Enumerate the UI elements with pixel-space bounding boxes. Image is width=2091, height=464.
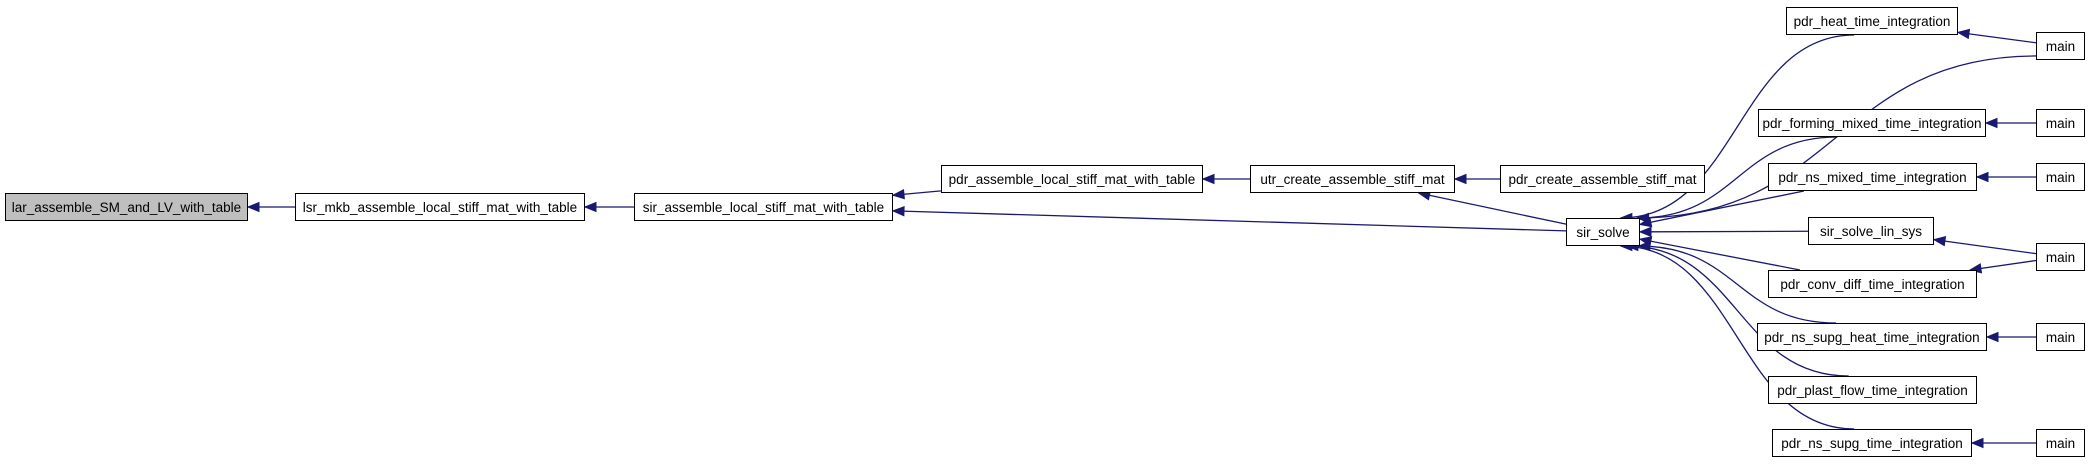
call-edge-main_4-to-pdr_conv: [1968, 259, 2037, 274]
arrowhead: [1975, 171, 1989, 183]
node-pdr-plast-flow-time-integration[interactable]: pdr_plast_flow_time_integration: [1768, 376, 1977, 404]
arrowhead: [1638, 217, 1653, 228]
node-utr-create-assemble-stiff-mat[interactable]: utr_create_assemble_stiff_mat: [1250, 165, 1455, 193]
arrowhead: [1984, 117, 1998, 129]
node-main[interactable]: main: [2036, 323, 2085, 351]
call-edge-main_3-to-pdr_ns_mixed: [1975, 171, 2036, 183]
arrowhead: [1201, 173, 1215, 185]
call-edge-pdr_conv-to-sir_solve: [1638, 236, 1801, 271]
arrowhead: [891, 188, 905, 200]
arrowhead: [1985, 331, 1999, 343]
node-main[interactable]: main: [2036, 243, 2085, 271]
call-edge-main_1-to-pdr_heat: [1956, 28, 2037, 44]
call-edge-utr_create-to-pdr_assemble: [1201, 173, 1250, 185]
node-pdr-conv-diff-time-integration[interactable]: pdr_conv_diff_time_integration: [1768, 270, 1977, 298]
node-main[interactable]: main: [2036, 32, 2085, 60]
arrowhead: [1453, 173, 1467, 185]
node-pdr-forming-mixed-time-integration[interactable]: pdr_forming_mixed_time_integration: [1758, 109, 1986, 137]
node-pdr-heat-time-integration[interactable]: pdr_heat_time_integration: [1786, 7, 1958, 35]
call-edge-pdr_plast-to-sir_solve: [1625, 240, 1849, 377]
call-edge-main_4-to-sir_solve_lin: [1932, 236, 2037, 255]
arrowhead: [583, 201, 597, 213]
arrowhead: [1970, 437, 1984, 449]
node-main[interactable]: main: [2036, 109, 2085, 137]
arrowhead: [891, 205, 905, 217]
node-sir-assemble-local-stiff-mat-with-table[interactable]: sir_assemble_local_stiff_mat_with_table: [634, 193, 893, 221]
node-sir-solve-lin-sys[interactable]: sir_solve_lin_sys: [1808, 217, 1934, 245]
node-pdr-ns-supg-time-integration[interactable]: pdr_ns_supg_time_integration: [1772, 429, 1972, 457]
node-pdr-ns-supg-heat-time-integration[interactable]: pdr_ns_supg_heat_time_integration: [1757, 323, 1987, 351]
call-edge-pdr_ns_mixed-to-sir_solve: [1638, 190, 1805, 228]
call-edge-sir_solve-to-utr_create: [1417, 190, 1567, 225]
call-edge-sir_solve-to-sir_assemble: [891, 205, 1567, 232]
call-edge-main_5-to-pdr_ns_supg_heat: [1985, 331, 2036, 343]
call-edge-sir_solve_lin-to-sir_solve: [1638, 226, 1809, 238]
call-edge-main_2-to-pdr_forming: [1984, 117, 2036, 129]
node-pdr-assemble-local-stiff-mat-with-table[interactable]: pdr_assemble_local_stiff_mat_with_table: [941, 165, 1203, 193]
arrowhead: [1932, 236, 1947, 247]
node-main[interactable]: main: [2036, 429, 2085, 457]
node-lar-assemble-sm-and-lv-with-table: lar_assemble_SM_and_LV_with_table: [5, 193, 248, 221]
arrowhead: [246, 201, 260, 213]
call-edge-main_1-to-sir_solve: [1636, 55, 2037, 224]
call-edge-sir_assemble-to-lsr_mkb: [583, 201, 634, 213]
node-sir-solve[interactable]: sir_solve: [1566, 218, 1640, 246]
call-edge-lsr_mkb-to-lar_assemble: [246, 201, 295, 213]
call-edge-pdr_create-to-utr_create: [1453, 173, 1500, 185]
node-pdr-create-assemble-stiff-mat[interactable]: pdr_create_assemble_stiff_mat: [1500, 165, 1705, 193]
call-edge-main_6-to-pdr_ns_supg: [1970, 437, 2036, 449]
arrowhead: [1956, 28, 1971, 40]
call-edge-pdr_assemble-to-sir_assemble: [891, 188, 942, 200]
arrowhead: [1638, 226, 1652, 238]
node-main[interactable]: main: [2036, 163, 2085, 191]
node-pdr-ns-mixed-time-integration[interactable]: pdr_ns_mixed_time_integration: [1768, 163, 1977, 191]
node-lsr-mkb-assemble-local-stiff-mat-with-table[interactable]: lsr_mkb_assemble_local_stiff_mat_with_ta…: [295, 193, 585, 221]
